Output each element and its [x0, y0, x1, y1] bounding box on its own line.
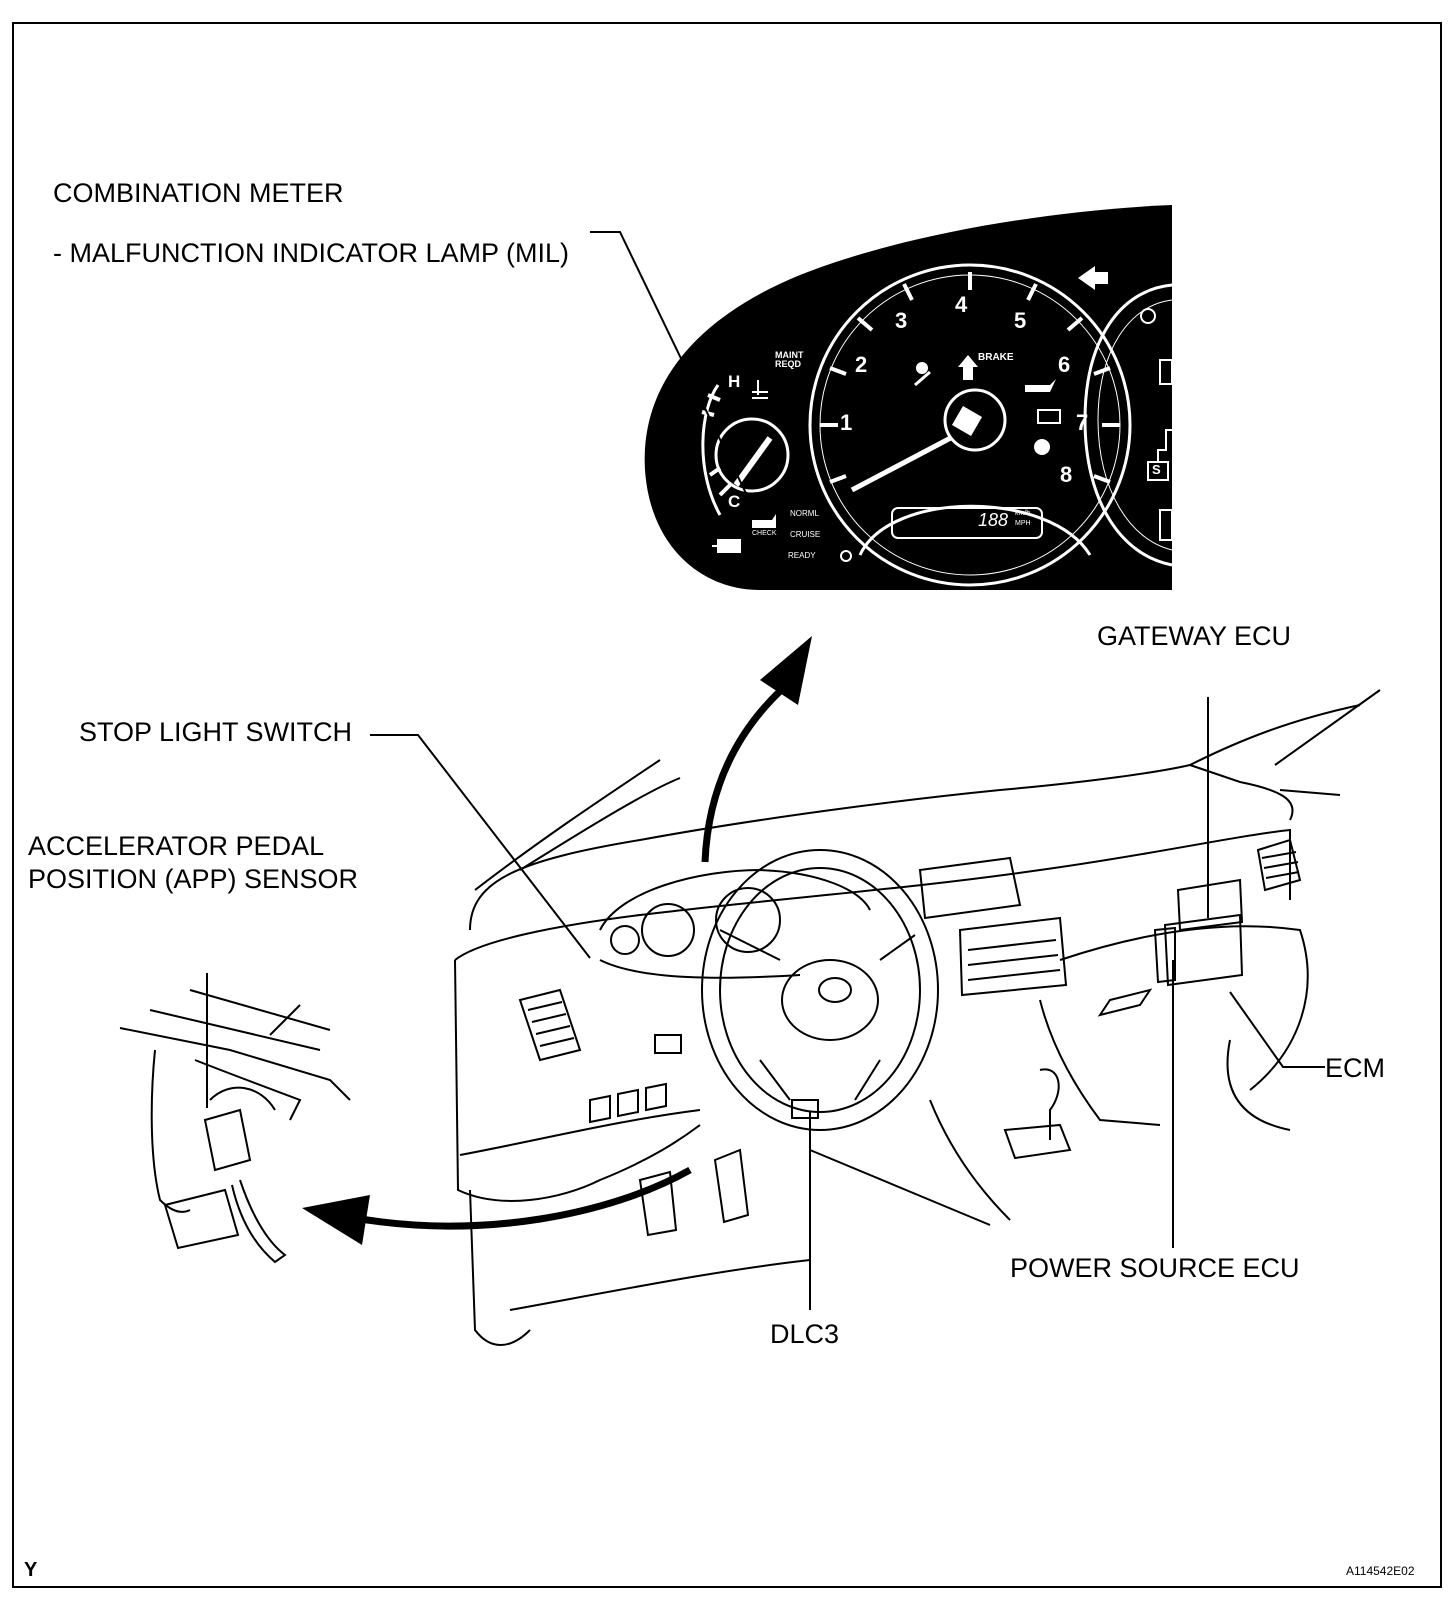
gateway-ecu-label: GATEWAY ECU [1097, 621, 1292, 651]
airbag-icon [1034, 439, 1050, 455]
coolant-temp-icon [752, 380, 768, 399]
battery-icon [1037, 409, 1061, 424]
check-engine-icon [752, 514, 776, 528]
tach-number-3: 3 [895, 308, 908, 333]
tachometer-dial [808, 263, 1132, 587]
app-sensor-label-line2: POSITION (APP) SENSOR [28, 864, 359, 894]
gateway-ecu-box [1176, 878, 1244, 932]
combination-meter-inset [644, 205, 1173, 590]
master-warning-icon [958, 355, 978, 380]
oil-pressure-icon [1025, 379, 1056, 392]
odometer-window [891, 507, 1043, 539]
brake-label: BRAKE [978, 352, 1014, 363]
odometer-readout: 188 [978, 510, 1009, 530]
fuel-pump-icon [712, 539, 741, 553]
light-indicator-icon [1140, 308, 1156, 324]
accelerator-pedal [163, 1188, 240, 1250]
unit-kmh-label: km/h [1015, 510, 1031, 517]
figure-id: A114542E02 [1346, 1564, 1415, 1578]
dlc3-connector [791, 1099, 819, 1119]
tach-needle [850, 429, 964, 493]
power-source-ecu-label: POWER SOURCE ECU [1010, 1253, 1300, 1283]
left-turn-arrow-icon [1078, 266, 1108, 290]
shift-s-label: S [1152, 462, 1161, 477]
unit-mph-label: MPH [1015, 520, 1031, 527]
power-source-ecu-box [1153, 926, 1176, 984]
ready-label: READY [788, 551, 816, 560]
arrow-to-pedal [302, 1166, 692, 1245]
maint-label-line2: REQD [775, 359, 802, 369]
temp-cold-label: C [728, 492, 741, 511]
temp-hot-label: H [728, 372, 741, 391]
corner-letter: Y [24, 1559, 38, 1581]
tach-number-8: 8 [1060, 462, 1073, 487]
seatbelt-icon [916, 362, 928, 374]
normal-mode-label: NORML [790, 509, 819, 518]
stop-light-switch [654, 1034, 682, 1054]
dlc3-label: DLC3 [770, 1319, 840, 1349]
app-sensor-label-line1: ACCELERATOR PEDAL [28, 831, 325, 861]
diagram-frame [12, 22, 1442, 1588]
arrow-to-meter [701, 636, 812, 863]
tach-number-6: 6 [1058, 352, 1071, 377]
stop-light-switch-label: STOP LIGHT SWITCH [79, 717, 353, 747]
tach-number-1: 1 [840, 410, 853, 435]
tach-number-7: 7 [1076, 410, 1089, 435]
tach-number-5: 5 [1014, 308, 1027, 333]
check-label: CHECK [752, 530, 777, 537]
tach-number-2: 2 [855, 352, 868, 377]
app-sensor-detail [119, 989, 351, 1264]
mil-label: - MALFUNCTION INDICATOR LAMP (MIL) [53, 238, 570, 268]
dashboard-drawing [454, 689, 1381, 1346]
ecm-box [1163, 913, 1244, 987]
maint-label-line1: MAINT [775, 350, 804, 360]
steering-wheel [701, 849, 939, 1131]
cruise-label: CRUISE [790, 530, 821, 539]
ecm-label: ECM [1325, 1053, 1385, 1083]
combination-meter-label: COMBINATION METER [53, 178, 344, 208]
tach-number-4: 4 [955, 292, 968, 317]
ready-indicator-icon [840, 550, 852, 562]
temp-gauge-hub [714, 417, 790, 493]
